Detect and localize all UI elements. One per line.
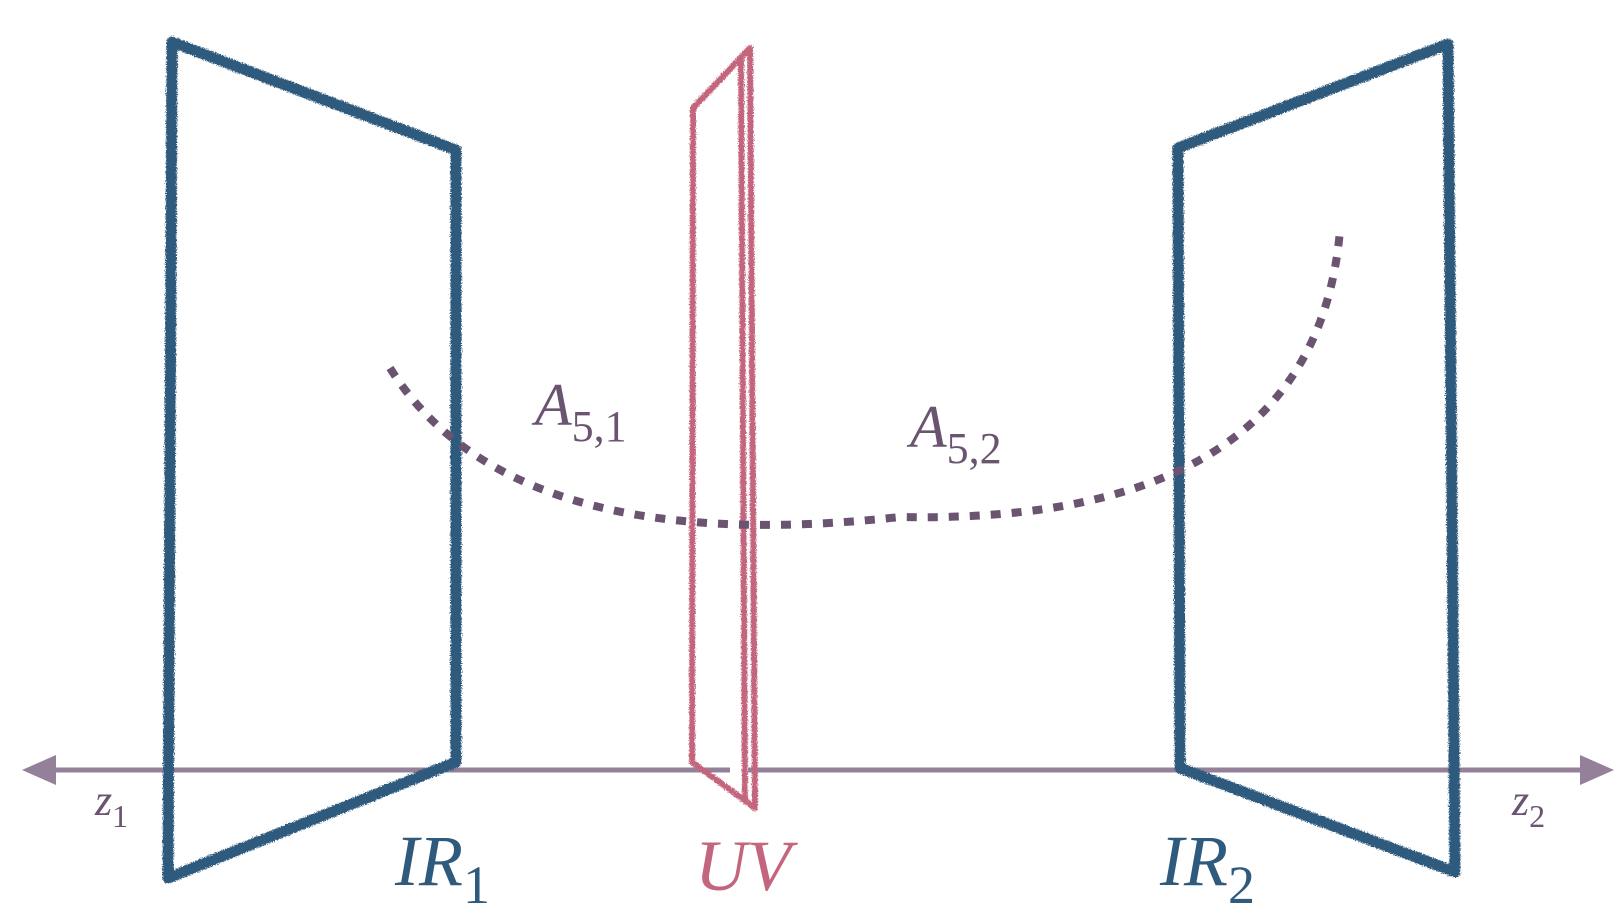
label-z1: z1 — [94, 776, 128, 834]
label-z2: z2 — [1511, 776, 1545, 834]
uv-plane-outline — [689, 45, 758, 811]
uv-plane — [689, 45, 758, 811]
uv-plane-front-edge — [738, 57, 748, 801]
label-a51: A5,1 — [531, 372, 627, 451]
label-uv: UV — [695, 826, 798, 906]
a5-dotted-curve — [386, 229, 1344, 529]
ir1-plane — [162, 36, 462, 884]
label-ir2: IR2 — [1159, 821, 1255, 915]
label-ir1: IR1 — [394, 821, 490, 915]
ir2-plane — [1172, 38, 1461, 878]
z2-arrowhead — [1580, 755, 1614, 785]
z1-arrowhead — [22, 755, 56, 785]
z-axis — [22, 755, 1614, 785]
label-a52: A5,2 — [906, 394, 1002, 473]
